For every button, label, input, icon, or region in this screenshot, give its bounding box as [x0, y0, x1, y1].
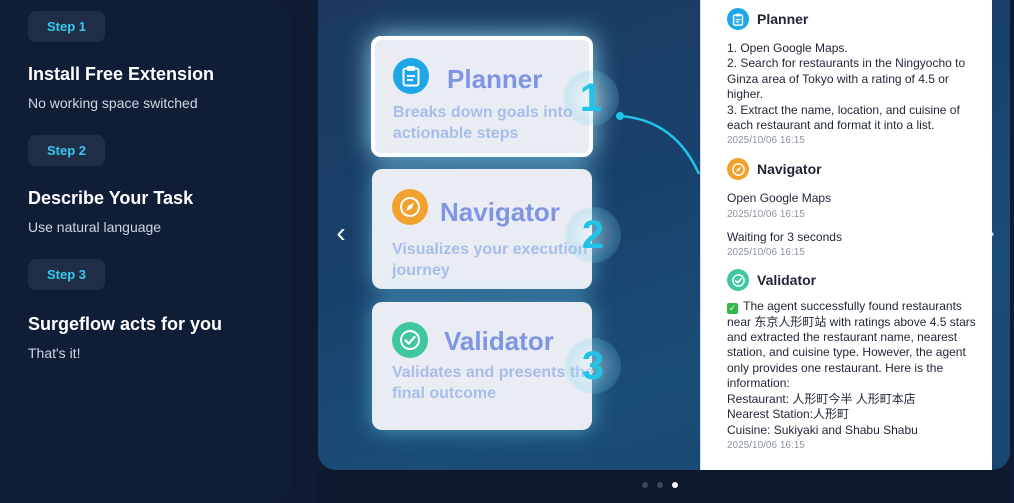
log-planner-line: 3. Extract the name, location, and cuisi… — [727, 102, 960, 133]
agent-desc: Validates and presents the final outcome — [392, 364, 594, 402]
clipboard-icon — [393, 58, 429, 94]
log-timestamp: 2025/10/06 16:15 — [727, 135, 805, 147]
carousel-dot[interactable] — [642, 482, 648, 488]
agent-desc: Breaks down goals into actionable steps — [393, 104, 573, 142]
log-panel: Planner 1. Open Google Maps. 2. Search f… — [700, 0, 992, 470]
log-validator-station: Nearest Station:人形町 — [727, 407, 850, 422]
step-badge: Step 1 — [28, 11, 106, 42]
log-planner-line: 2. Search for restaurants in the Ningyoc… — [727, 56, 966, 102]
checkmark-icon: ✓ — [727, 303, 738, 315]
agent-card-navigator[interactable]: Navigator Visualizes your execution jour… — [372, 169, 592, 289]
steps-panel: Step 1 Install Free Extension No working… — [0, 0, 292, 503]
agent-name: Planner — [447, 64, 543, 94]
carousel-footer — [318, 470, 1010, 503]
log-header-navigator: Navigator — [727, 158, 978, 181]
log-validator-summary: ✓ The agent successfully found restauran… — [727, 299, 978, 391]
step-desc: That's it! — [28, 345, 81, 361]
agent-desc: Visualizes your execution journey — [392, 241, 588, 279]
connector-line — [616, 112, 701, 175]
log-timestamp: 2025/10/06 16:15 — [727, 247, 805, 259]
agent-name: Validator — [444, 326, 554, 356]
agent-card-validator[interactable]: Validator Validates and presents the fin… — [372, 302, 594, 430]
log-navigator-entry: Open Google Maps — [727, 191, 832, 206]
check-circle-icon — [392, 322, 428, 358]
carousel-dot[interactable] — [657, 482, 663, 488]
step-number-3: 3 — [565, 338, 621, 394]
carousel-dot-active[interactable] — [672, 482, 678, 488]
step-title: Describe Your Task — [28, 188, 194, 208]
validator-summary-text: The agent successfully found restaurants… — [727, 299, 976, 391]
log-timestamp: 2025/10/06 16:15 — [727, 439, 805, 451]
step-badge: Step 2 — [28, 135, 106, 166]
log-header-planner: Planner — [727, 8, 978, 30]
agent-name: Navigator — [440, 197, 560, 227]
log-title: Navigator — [757, 161, 822, 178]
compass-icon — [392, 189, 428, 225]
step-number-2: 2 — [565, 207, 621, 263]
step-number-1: 1 — [563, 70, 619, 126]
log-planner-line: 1. Open Google Maps. — [727, 41, 848, 55]
compass-icon — [727, 158, 749, 181]
step-desc: Use natural language — [28, 219, 162, 235]
step-2: Step 2 Describe Your Task Use natural la… — [28, 135, 193, 235]
log-title: Planner — [757, 11, 809, 27]
step-badge: Step 3 — [28, 259, 106, 290]
log-navigator-entry: Waiting for 3 seconds — [727, 229, 842, 244]
agent-card-planner[interactable]: Planner Breaks down goals into actionabl… — [371, 36, 593, 157]
step-desc: No working space switched — [28, 95, 198, 111]
step-title: Install Free Extension — [28, 64, 215, 84]
step-1: Step 1 Install Free Extension No working… — [28, 11, 214, 111]
check-circle-icon — [727, 269, 749, 292]
clipboard-icon — [727, 8, 749, 30]
carousel-dots — [642, 482, 678, 488]
log-header-validator: Validator — [727, 269, 978, 292]
log-validator-restaurant: Restaurant: 人形町今半 人形町本店 — [727, 391, 916, 406]
step-title: Surgeflow acts for you — [28, 314, 223, 334]
log-validator-cuisine: Cuisine: Sukiyaki and Shabu Shabu — [727, 422, 918, 437]
step-3: Step 3 Surgeflow acts for you That's it! — [28, 259, 222, 361]
log-timestamp: 2025/10/06 16:15 — [727, 208, 805, 220]
log-title: Validator — [757, 272, 817, 289]
carousel-prev-button[interactable]: ‹ — [336, 217, 346, 248]
